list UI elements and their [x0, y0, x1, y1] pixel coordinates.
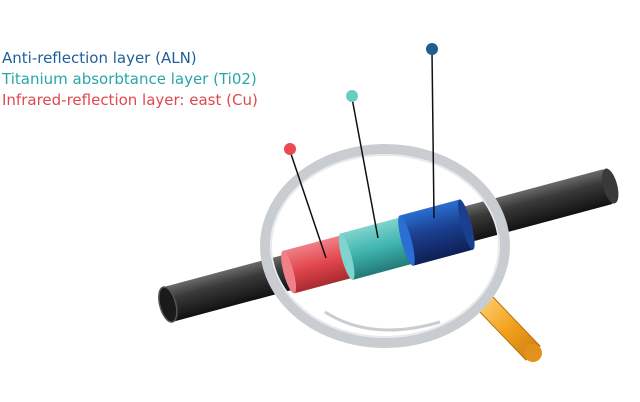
- magnifier-rim: [260, 144, 510, 348]
- legend-item-aln: Anti-reflection layer (ALN): [2, 49, 197, 67]
- magnifier-handle: [477, 295, 542, 362]
- layer-titanium-absorbtance: [338, 217, 413, 280]
- lens-reflection: [324, 310, 441, 332]
- layer-infrared-reflection: [281, 235, 353, 294]
- layer-anti-reflection: [398, 199, 475, 266]
- pin-anti-reflection: [426, 43, 438, 219]
- pin-titanium-absorbtance: [346, 90, 379, 239]
- pin-infrared-reflection: [284, 143, 327, 259]
- legend-item-cu: Infrared-reflection layer: east (Cu): [2, 91, 258, 109]
- pipe: [158, 168, 619, 323]
- legend: Anti-reflection layer (ALN) Titanium abs…: [2, 48, 258, 111]
- legend-item-tio2: Titanium absorbtance layer (Ti02): [2, 70, 257, 88]
